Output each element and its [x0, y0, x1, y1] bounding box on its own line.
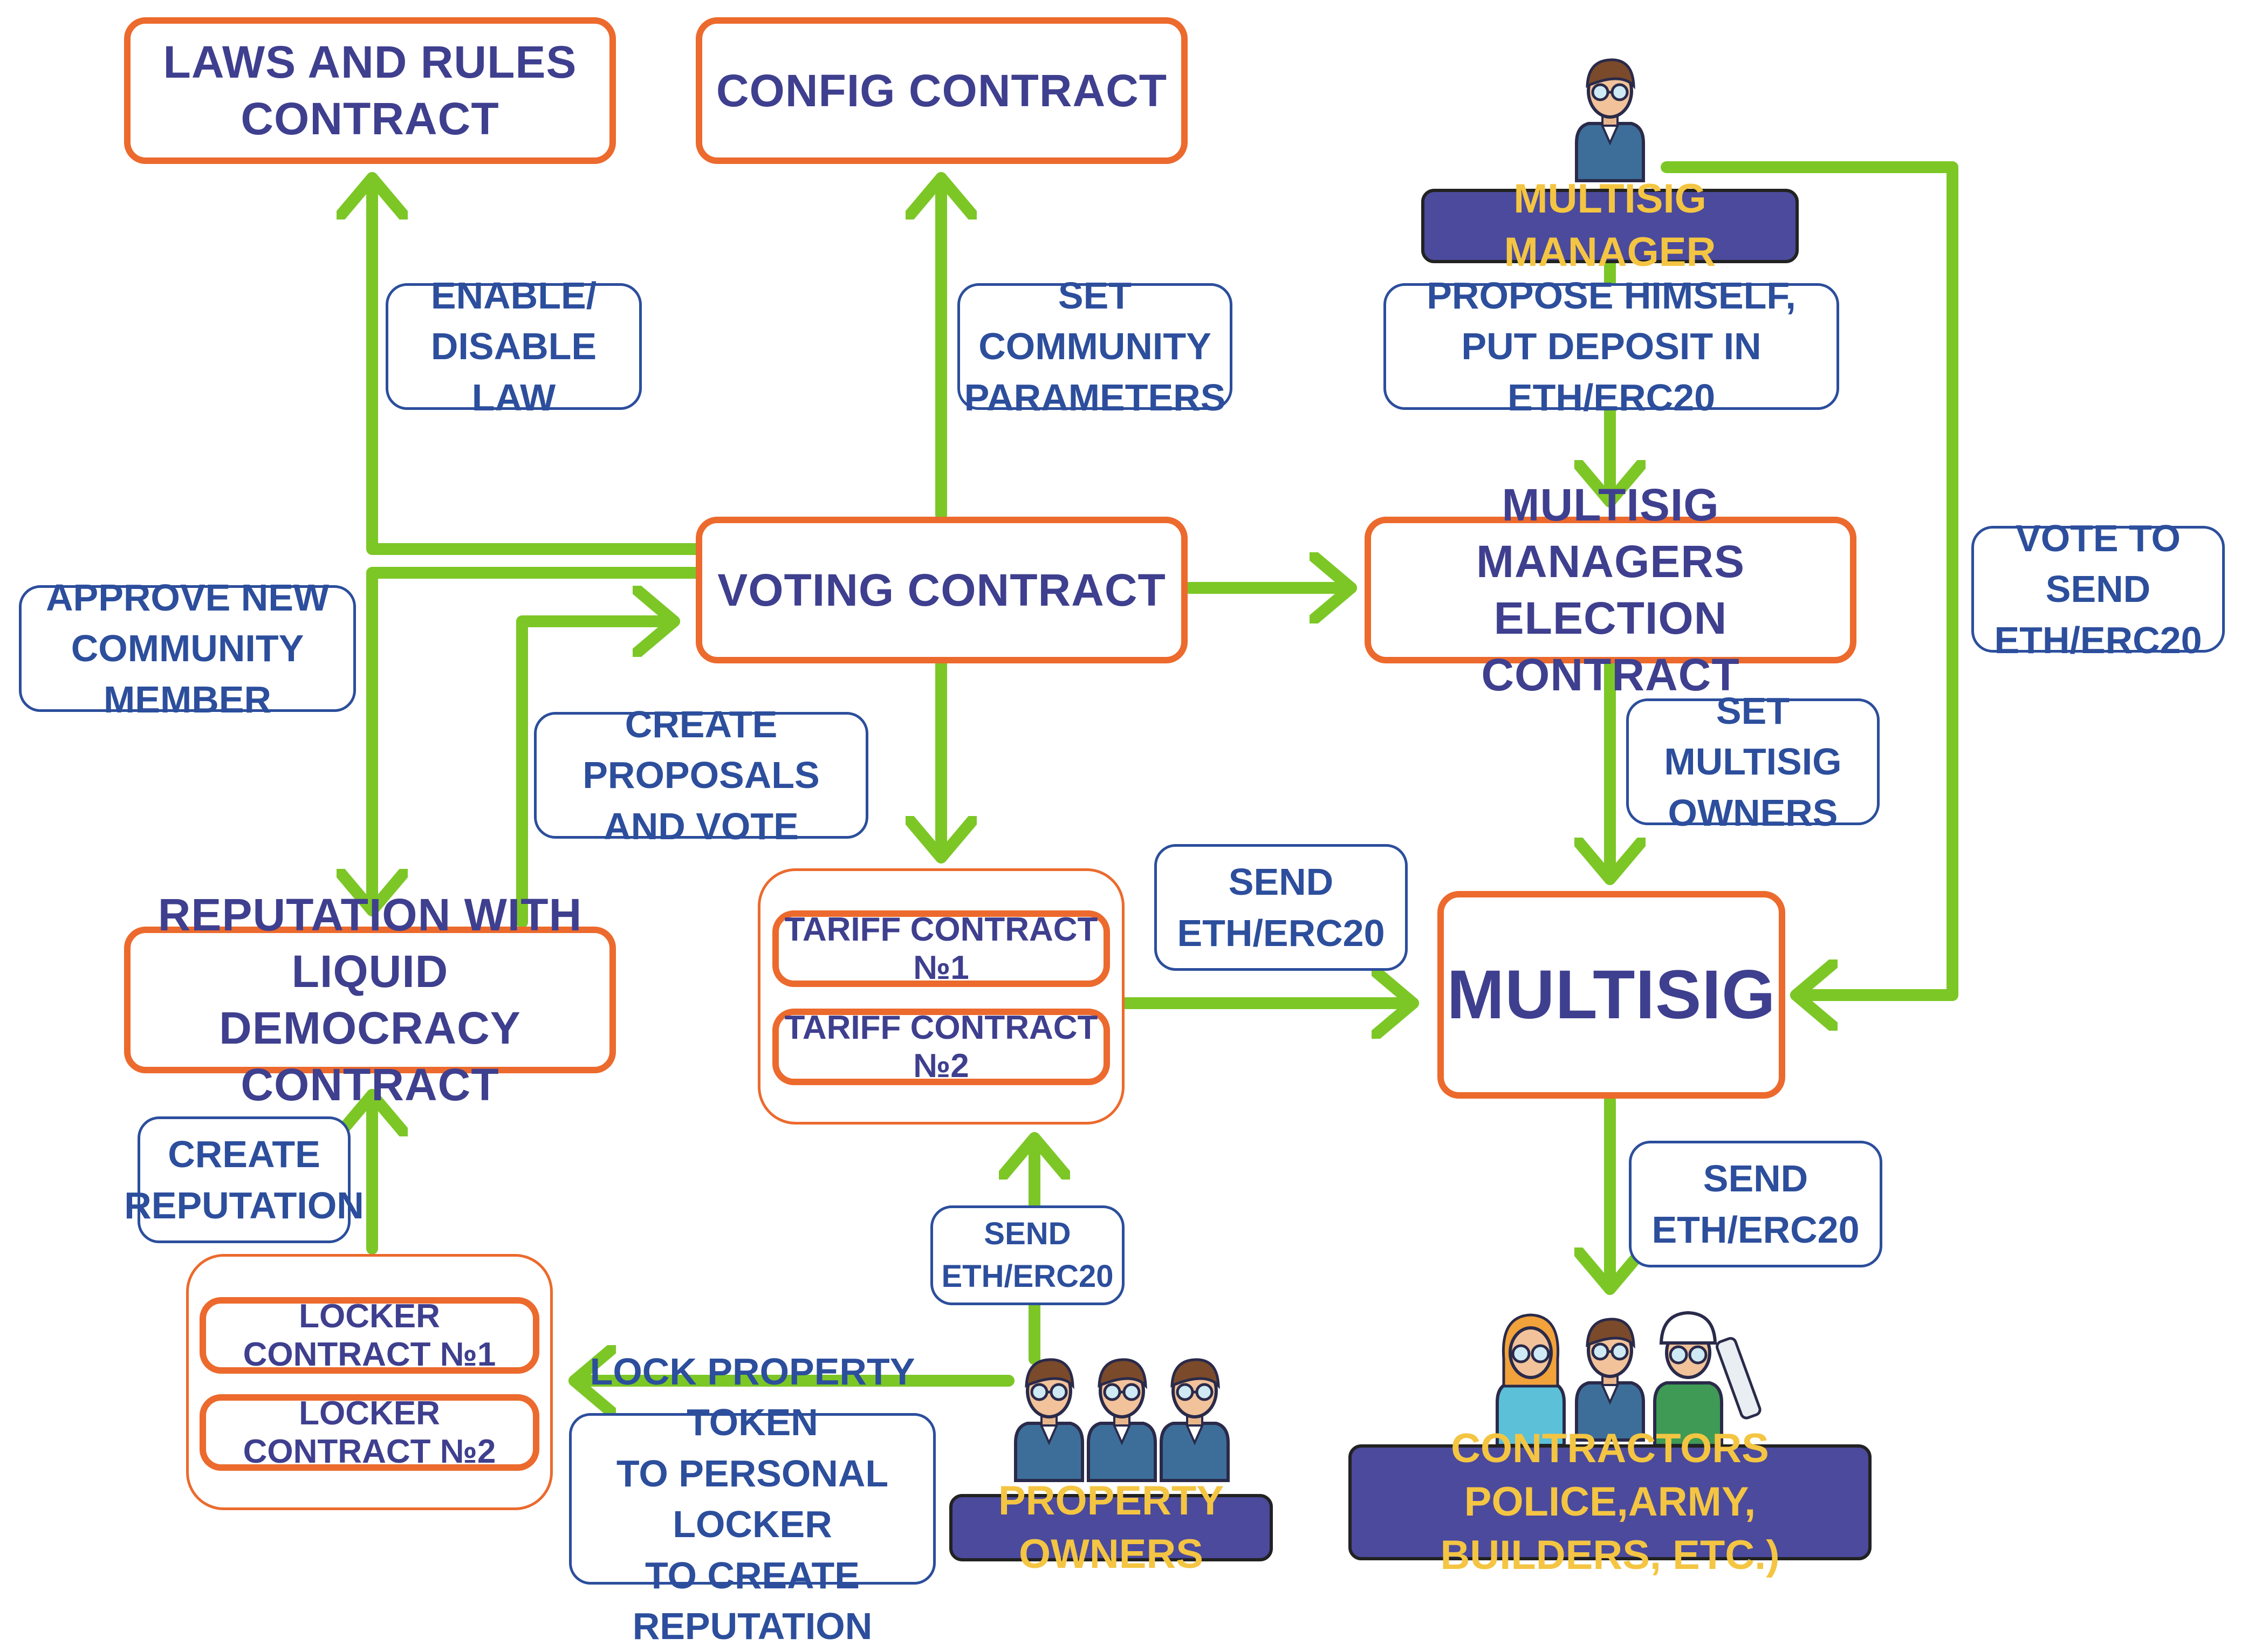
- contractor-woman-icon: [1496, 1313, 1566, 1447]
- label-send-eth-erc20-owners: SEND ETH/ERC20: [930, 1205, 1125, 1305]
- locker-contract-2-title: LOCKER CONTRACT №2: [243, 1395, 496, 1470]
- arrow-voting-to-reputation: [372, 567, 702, 916]
- label-line: ETH/ERC20: [941, 1258, 1114, 1294]
- locker-contract-1-title: LOCKER CONTRACT №1: [243, 1298, 496, 1373]
- tariff-contract-2-title: TARIFF CONTRACT №2: [784, 1009, 1098, 1085]
- label-send-eth-erc20-contractors: SEND ETH/ERC20: [1629, 1141, 1882, 1267]
- label-line: DISABLE LAW: [430, 325, 597, 419]
- label-vote-to-send: VOTE TO SEND ETH/ERC20: [1971, 517, 2225, 661]
- label-set-community-parameters: SET COMMUNITY PARAMETERS: [957, 275, 1232, 419]
- label-line: CREATE PROPOSALS: [582, 703, 820, 797]
- label-send-eth-erc20-tariff: SEND ETH/ERC20: [1154, 844, 1408, 971]
- label-line: VOTE TO SEND: [2016, 517, 2181, 611]
- tariff-contract-1[interactable]: TARIFF CONTRACT №1: [772, 910, 1110, 987]
- property-owners-title: PROPERTY OWNERS: [998, 1477, 1224, 1577]
- locker-contract-1[interactable]: LOCKER CONTRACT №1: [200, 1297, 539, 1374]
- contractors-title-1: CONTRACTORS: [1451, 1425, 1769, 1472]
- contractors-title-2: POLICE,ARMY, BUILDERS, ETC.): [1440, 1479, 1780, 1578]
- label-create-proposals-and-vote: CREATE PROPOSALS AND VOTE: [534, 703, 868, 847]
- label-line: AND VOTE: [604, 805, 799, 847]
- locker-contract-2[interactable]: LOCKER CONTRACT №2: [200, 1394, 539, 1471]
- label-enable-disable-law: ENABLE/ DISABLE LAW: [386, 275, 642, 419]
- arrow-manager-vote-to-multisig: [1661, 161, 1958, 995]
- config-contract[interactable]: CONFIG CONTRACT: [696, 17, 1188, 164]
- label-line: SEND: [1703, 1157, 1808, 1199]
- reputation-liquid-democracy-contract[interactable]: REPUTATION WITH LIQUID DEMOCRACY CONTRAC…: [124, 889, 616, 1110]
- label-line: REPUTATION: [124, 1184, 364, 1226]
- label-line: PUT DEPOSIT IN ETH/ERC20: [1461, 325, 1762, 419]
- multisig-contract[interactable]: MULTISIG: [1437, 891, 1785, 1099]
- label-create-reputation: CREATE REPUTATION: [124, 1116, 364, 1243]
- label-line: PROPOSE HIMSELF,: [1427, 274, 1796, 317]
- property-owner-person-icon: [1016, 1360, 1082, 1480]
- label-line: ETH/ERC20: [1651, 1208, 1860, 1251]
- locker-contracts-group: [186, 1254, 553, 1510]
- label-line: TO PERSONAL LOCKER: [616, 1452, 889, 1546]
- manager-person-icon: [1577, 60, 1643, 181]
- label-line: ETH/ERC20: [1177, 911, 1385, 954]
- label-set-multisig-owners: SET MULTISIG OWNERS: [1626, 690, 1880, 834]
- reputation-contract-title-1: REPUTATION WITH LIQUID: [157, 889, 582, 997]
- config-contract-title: CONFIG CONTRACT: [716, 65, 1168, 116]
- contractors-banner[interactable]: CONTRACTORS POLICE,ARMY, BUILDERS, ETC.): [1348, 1425, 1872, 1578]
- property-owner-person-icon: [1161, 1360, 1228, 1480]
- multisig-title: MULTISIG: [1447, 956, 1776, 1033]
- label-line: COMMUNITY MEMBER: [71, 627, 304, 721]
- label-line: OWNERS: [1668, 791, 1838, 834]
- contractor-builder-icon: [1653, 1311, 1762, 1447]
- label-line: TO CREATE REPUTATION: [632, 1554, 873, 1648]
- voting-contract-title: VOTING CONTRACT: [717, 564, 1166, 615]
- arrow-voting-to-laws: [372, 172, 702, 555]
- voting-contract[interactable]: VOTING CONTRACT: [696, 517, 1188, 663]
- reputation-contract-title-2: DEMOCRACY CONTRACT: [219, 1003, 521, 1110]
- multisig-managers-election-contract[interactable]: MULTISIG MANAGERS ELECTION CONTRACT: [1365, 479, 1856, 700]
- label-line: ETH/ERC20: [1994, 619, 2202, 661]
- label-line: SET MULTISIG: [1664, 689, 1842, 783]
- multisig-manager-banner[interactable]: MULTISIG MANAGER: [1421, 176, 1799, 275]
- label-line: APPROVE NEW: [45, 576, 330, 619]
- label-line: SET COMMUNITY: [978, 274, 1211, 368]
- label-line: LOCK PROPERTY TOKEN: [590, 1350, 915, 1444]
- label-line: SEND: [1228, 861, 1334, 903]
- label-line: SEND: [984, 1216, 1071, 1252]
- tariff-contract-2[interactable]: TARIFF CONTRACT №2: [772, 1009, 1110, 1085]
- multisig-manager-title: MULTISIG MANAGER: [1504, 176, 1716, 275]
- label-line: PARAMETERS: [964, 376, 1226, 419]
- label-approve-new-member: APPROVE NEW COMMUNITY MEMBER: [19, 577, 356, 721]
- laws-and-rules-contract[interactable]: LAWS AND RULES CONTRACT: [124, 17, 616, 164]
- election-contract-title-2: ELECTION CONTRACT: [1481, 593, 1740, 700]
- property-owners-banner[interactable]: PROPERTY OWNERS: [949, 1478, 1273, 1577]
- laws-contract-title: LAWS AND RULES CONTRACT: [163, 37, 577, 144]
- tariff-contracts-group: [758, 868, 1125, 1125]
- label-lock-property-token: LOCK PROPERTY TOKEN TO PERSONAL LOCKER T…: [569, 1351, 936, 1647]
- tariff-contract-1-title: TARIFF CONTRACT №1: [784, 911, 1098, 986]
- election-contract-title-1: MULTISIG MANAGERS: [1476, 479, 1745, 587]
- label-propose-himself: PROPOSE HIMSELF, PUT DEPOSIT IN ETH/ERC2…: [1383, 275, 1839, 419]
- label-line: ENABLE/: [430, 274, 597, 317]
- label-line: CREATE: [168, 1133, 320, 1175]
- arrow-reputation-to-voting: [516, 621, 680, 928]
- property-owner-person-icon: [1088, 1360, 1155, 1480]
